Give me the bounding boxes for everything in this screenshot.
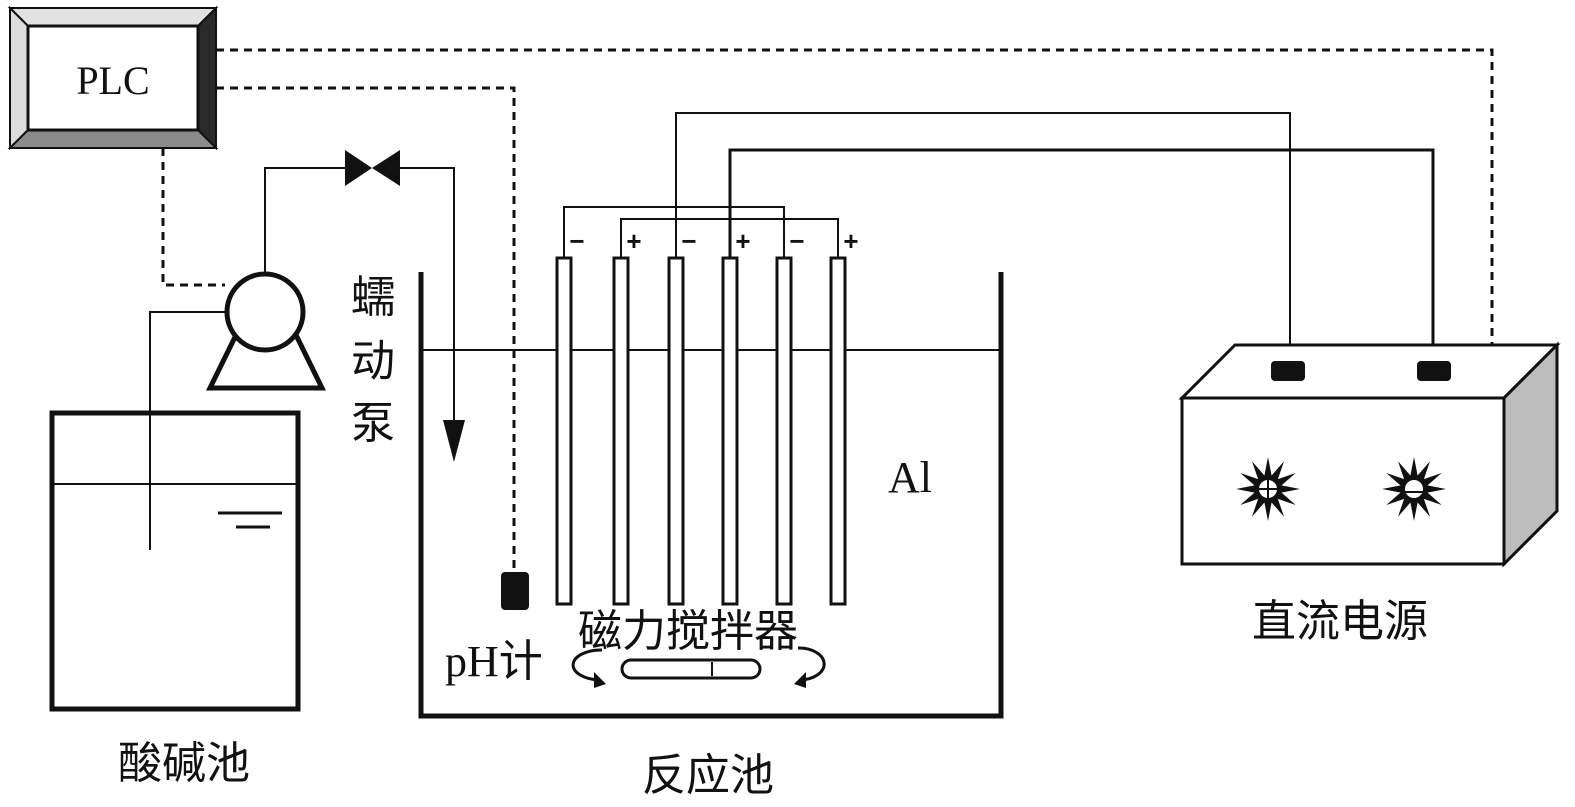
electrode-plate-1 <box>555 256 573 606</box>
rotation-arrow-right-icon <box>794 646 826 688</box>
valve-icon <box>345 150 400 186</box>
control-signal-lines <box>161 48 1494 578</box>
power-knobs <box>1236 457 1446 521</box>
rotation-arrow-left-icon <box>571 648 606 688</box>
reaction-tank <box>418 272 1004 719</box>
peristaltic-pump-icon <box>205 271 327 391</box>
electrode-material-label: Al <box>888 453 932 502</box>
electrode-polarity-2: + <box>626 226 641 256</box>
terminal-positive <box>1417 361 1451 381</box>
pump-label: 蠕 动 泵 <box>351 273 395 448</box>
electrode-plate-6 <box>829 256 847 606</box>
stir-bar-icon <box>620 658 762 680</box>
electrode-plate-5 <box>775 256 793 606</box>
dial-knob-icon <box>1236 457 1300 521</box>
reaction-tank-label: 反应池 <box>642 751 774 800</box>
dc-power-label: 直流电源 <box>1252 597 1428 646</box>
dc-power-supply <box>1178 341 1561 568</box>
electrode-polarity-5: − <box>789 226 804 256</box>
electrode-polarity-1: − <box>569 226 584 256</box>
electrode-polarity-3: − <box>681 226 696 256</box>
ph-meter-label: pH计 <box>445 637 543 686</box>
plc-label: PLC <box>76 58 149 103</box>
ph-probe-icon <box>501 572 529 610</box>
dial-knob-icon <box>1382 457 1446 521</box>
electrode-polarity-6: + <box>843 226 858 256</box>
electrode-plate-2 <box>612 256 630 606</box>
dosing-pipe <box>264 167 465 462</box>
magnetic-stirrer-label: 磁力搅拌器 <box>578 607 798 656</box>
acid-base-tank <box>49 311 301 712</box>
terminal-negative <box>1271 361 1305 381</box>
pump-label-char-2: 动 <box>351 337 395 386</box>
electrode-bus <box>563 112 1435 362</box>
electrode-plate-3 <box>667 256 685 606</box>
electrode-plate-4 <box>721 256 739 606</box>
plc-box: PLC <box>7 5 219 151</box>
pump-label-char-1: 蠕 <box>351 273 395 322</box>
electrode-polarity-4: + <box>735 226 750 256</box>
electrode-array: − + − + − + <box>555 226 859 606</box>
acid-base-tank-label: 酸碱池 <box>118 739 250 788</box>
pump-label-char-3: 泵 <box>351 399 395 448</box>
